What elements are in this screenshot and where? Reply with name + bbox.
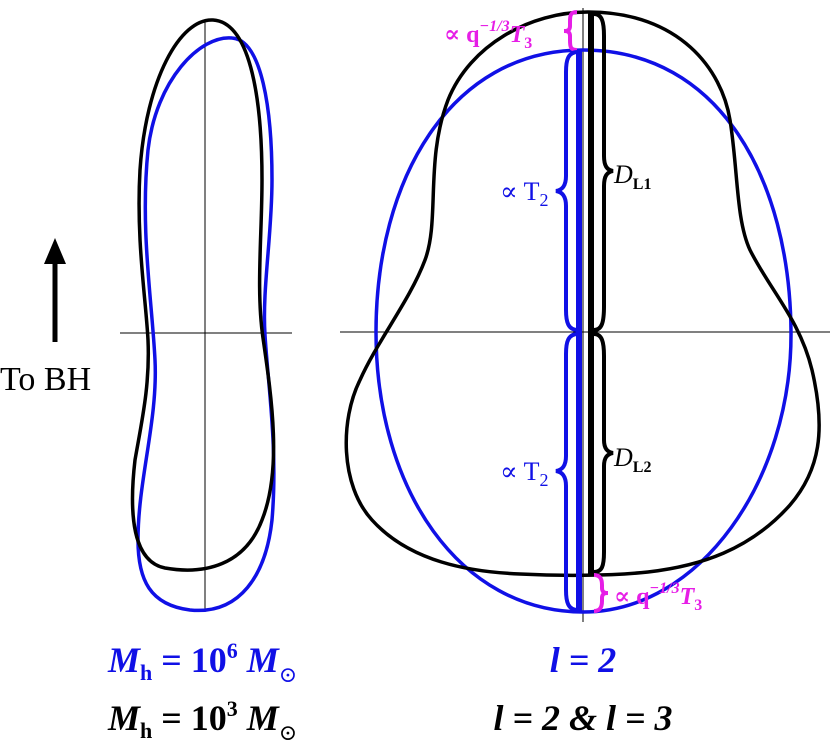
caption-mass-blue: Mh = 106 M⊙ bbox=[107, 638, 297, 687]
brace-top-magenta bbox=[563, 10, 578, 52]
label-DL2: DL2 bbox=[613, 443, 651, 476]
brace-upper-black bbox=[593, 12, 614, 332]
right-panel: ∝ q−1/3T3 ∝ T2 DL1 ∝ T2 DL2 ∝ q−1/3T3 bbox=[340, 8, 830, 622]
left-blue-contour bbox=[136, 36, 276, 613]
label-q-bottom: ∝ q−1/3T3 bbox=[614, 580, 702, 614]
caption-l2-l3: l = 2 & l = 3 bbox=[493, 698, 672, 738]
left-captions: Mh = 106 M⊙ Mh = 103 M⊙ bbox=[107, 638, 297, 745]
right-blue-contour bbox=[374, 48, 793, 614]
label-q-top: ∝ q−1/3T3 bbox=[444, 18, 532, 52]
label-T2-upper: ∝ T2 bbox=[500, 177, 549, 210]
caption-l2: l = 2 bbox=[550, 640, 617, 680]
brace-bottom-magenta bbox=[593, 573, 609, 613]
to-bh-arrow-head bbox=[44, 238, 66, 264]
left-black-contour bbox=[130, 18, 276, 572]
left-panel: To BH bbox=[0, 18, 292, 613]
right-black-contour bbox=[344, 10, 821, 578]
to-bh-label: To BH bbox=[0, 361, 91, 398]
brace-upper-blue bbox=[555, 50, 579, 332]
caption-mass-black: Mh = 103 M⊙ bbox=[107, 696, 297, 745]
right-captions: l = 2 l = 2 & l = 3 bbox=[493, 640, 672, 738]
brace-lower-black bbox=[593, 332, 614, 574]
brace-lower-blue bbox=[555, 332, 579, 612]
label-T2-lower: ∝ T2 bbox=[500, 457, 549, 490]
label-DL1: DL1 bbox=[613, 160, 651, 193]
